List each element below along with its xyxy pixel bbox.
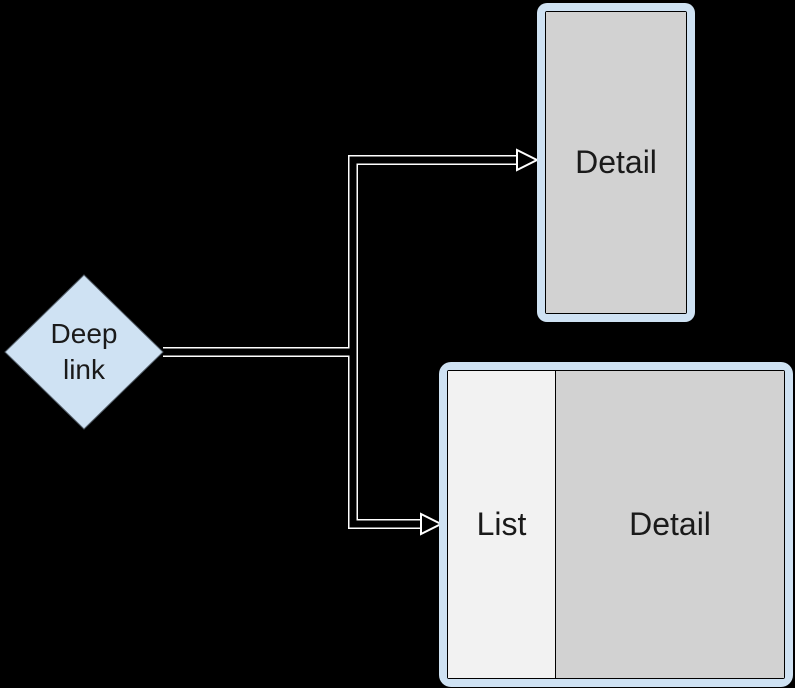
connector-to-tablet-core	[163, 348, 421, 528]
arrowhead-bottom-icon	[420, 512, 444, 536]
list-pane-label: List	[476, 506, 527, 542]
compact-window-screen: Detail	[545, 11, 687, 314]
compact-detail-pane: Detail	[546, 12, 686, 313]
deep-link-label-text: Deep link	[50, 318, 118, 385]
compact-detail-label: Detail	[575, 144, 657, 180]
connector-to-phone-core	[163, 156, 517, 356]
list-pane: List	[448, 371, 556, 678]
connector-to-tablet	[163, 347, 421, 529]
deep-link-diamond	[4, 274, 164, 430]
compact-window: Detail	[537, 3, 695, 322]
arrowhead-top-icon	[516, 148, 540, 172]
expanded-detail-pane: Detail	[556, 371, 784, 678]
expanded-detail-label: Detail	[629, 506, 711, 542]
expanded-window-screen: List Detail	[447, 370, 785, 679]
connector-to-phone	[163, 155, 517, 357]
expanded-window: List Detail	[439, 362, 793, 687]
deep-link-label: Deep link	[24, 280, 144, 424]
